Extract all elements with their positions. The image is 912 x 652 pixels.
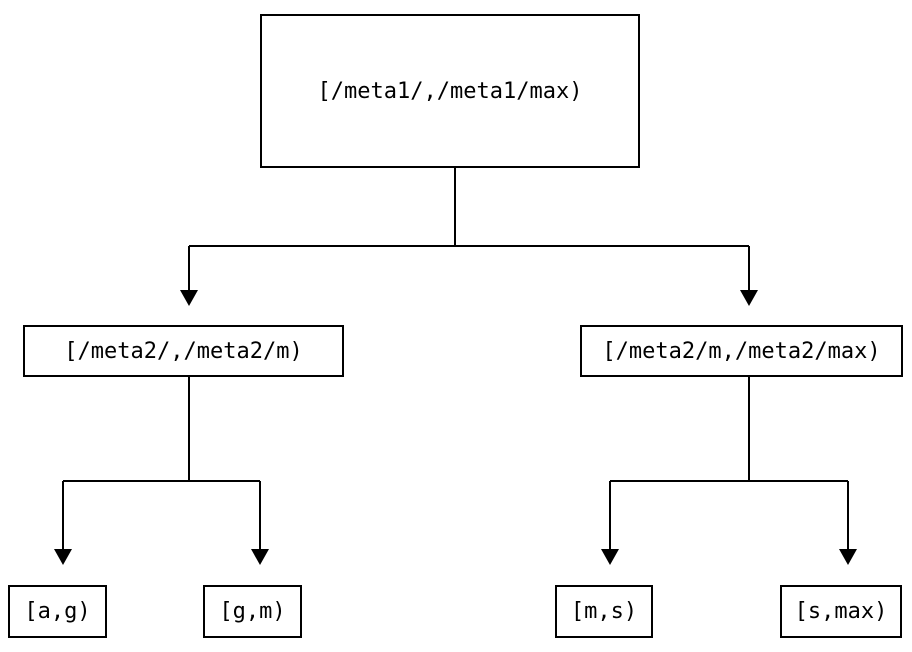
tree-node-leaf-m-s: [m,s) — [555, 585, 653, 638]
tree-node-leaf-a-g: [a,g) — [8, 585, 107, 638]
arrowhead-down-icon — [740, 290, 758, 306]
tree-node-root: [/meta1/,/meta1/max) — [260, 14, 640, 168]
tree-node-meta2-low-label: [/meta2/,/meta2/m) — [64, 338, 303, 364]
tree-node-leaf-s-max: [s,max) — [780, 585, 902, 638]
tree-node-meta2-high-label: [/meta2/m,/meta2/max) — [602, 338, 881, 364]
tree-node-leaf-m-s-label: [m,s) — [570, 599, 638, 624]
tree-node-root-label: [/meta1/,/meta1/max) — [317, 78, 583, 104]
arrowhead-down-icon — [54, 549, 72, 565]
arrowhead-down-icon — [251, 549, 269, 565]
tree-node-leaf-g-m: [g,m) — [203, 585, 302, 638]
arrowhead-down-icon — [180, 290, 198, 306]
tree-node-leaf-g-m-label: [g,m) — [219, 599, 286, 624]
tree-node-leaf-a-g-label: [a,g) — [24, 599, 91, 624]
arrowhead-down-icon — [839, 549, 857, 565]
tree-node-leaf-s-max-label: [s,max) — [794, 599, 888, 624]
tree-node-meta2-high: [/meta2/m,/meta2/max) — [580, 325, 903, 377]
tree-node-meta2-low: [/meta2/,/meta2/m) — [23, 325, 344, 377]
arrowhead-down-icon — [601, 549, 619, 565]
